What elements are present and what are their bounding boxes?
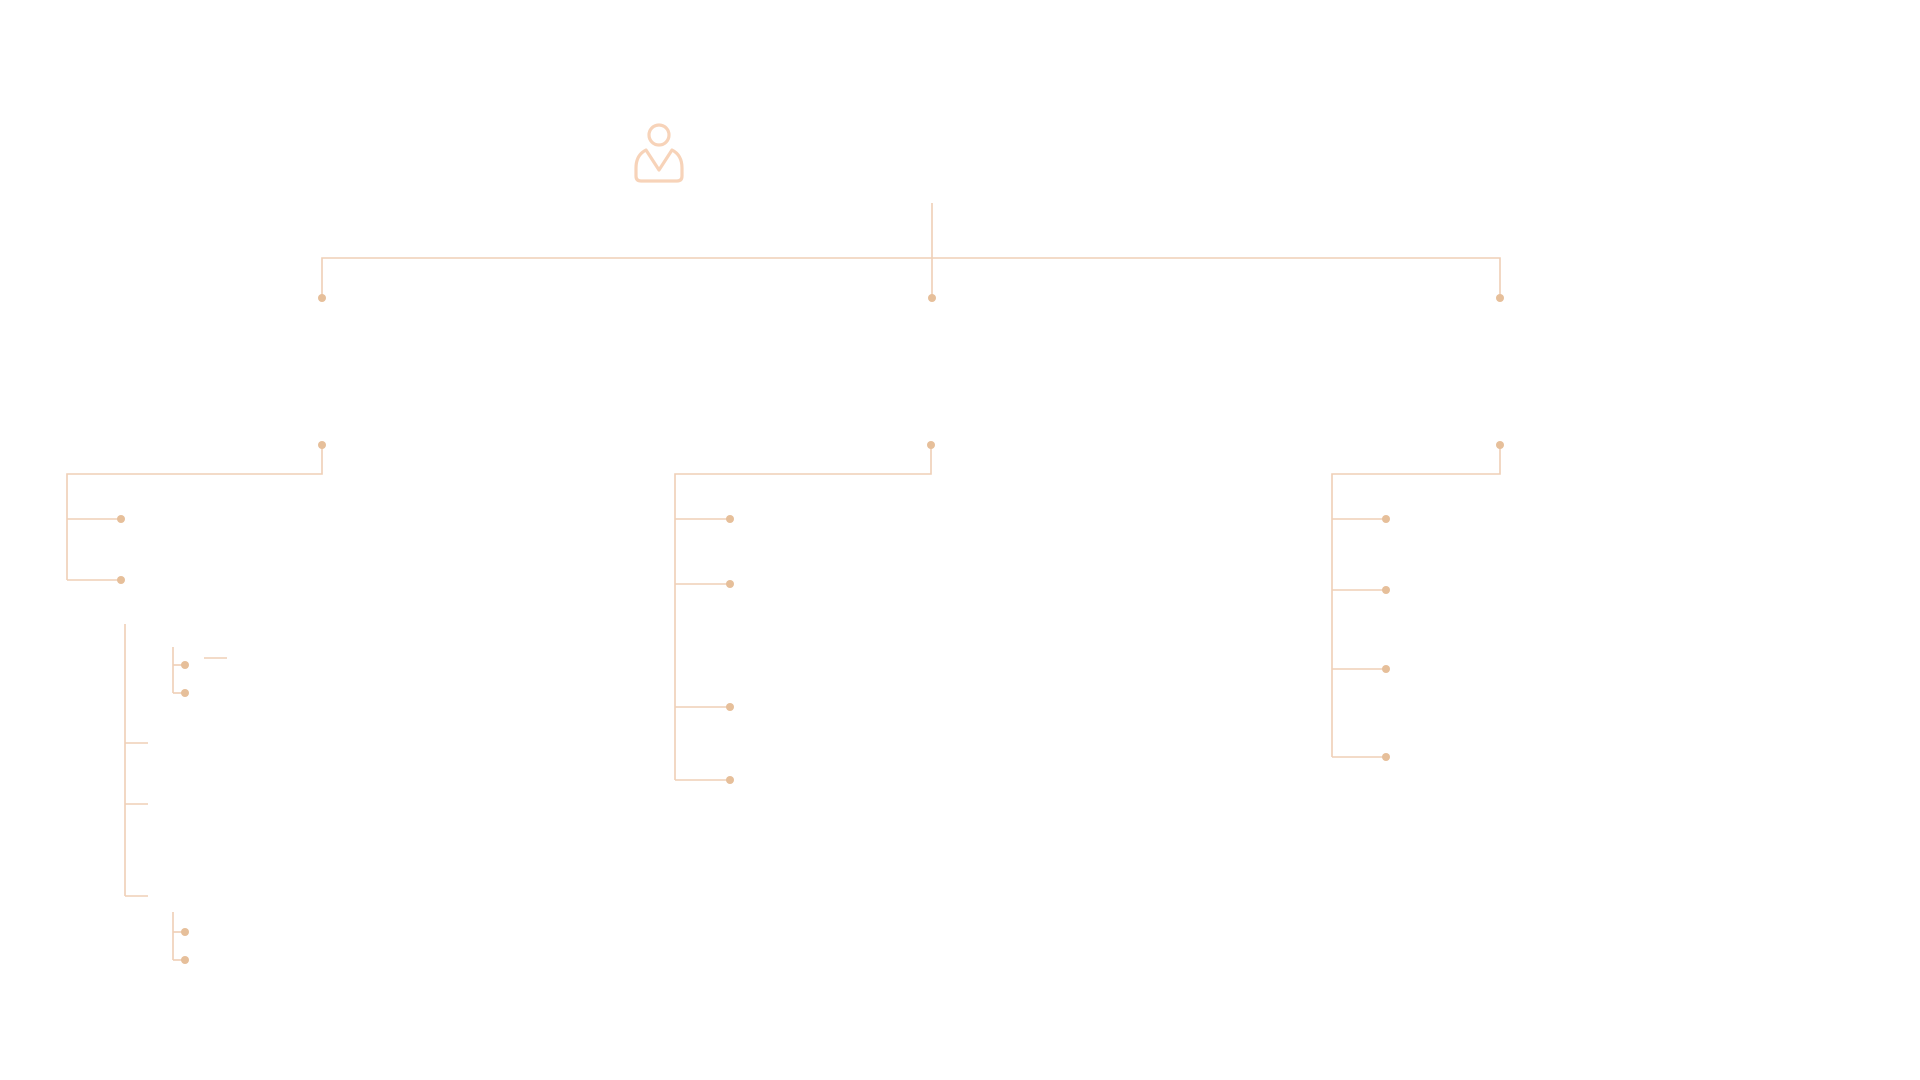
level1-node bbox=[1496, 294, 1504, 302]
leaf-node bbox=[726, 515, 734, 523]
leaf-node bbox=[117, 576, 125, 584]
leaf-node bbox=[1382, 586, 1390, 594]
tree-nodes bbox=[117, 294, 1504, 964]
subgroup-node bbox=[181, 956, 189, 964]
level2-node bbox=[1496, 441, 1504, 449]
branch-3-connector bbox=[1331, 445, 1501, 757]
leaf-node bbox=[1382, 753, 1390, 761]
level2-node bbox=[318, 441, 326, 449]
branch-2-connector bbox=[674, 445, 932, 780]
subgroup-node bbox=[181, 661, 189, 669]
leaf-node bbox=[726, 776, 734, 784]
level1-connector bbox=[321, 257, 1501, 298]
connector-lines bbox=[66, 203, 1501, 961]
leaf-node bbox=[726, 703, 734, 711]
leaf-node bbox=[1382, 665, 1390, 673]
subgroup-node bbox=[181, 689, 189, 697]
level2-node bbox=[927, 441, 935, 449]
subgroup-node bbox=[181, 928, 189, 936]
leaf-node bbox=[726, 580, 734, 588]
leaf-node bbox=[117, 515, 125, 523]
person-icon bbox=[634, 123, 684, 183]
leaf-node bbox=[1382, 515, 1390, 523]
branch-1-connector bbox=[66, 445, 323, 580]
level1-node bbox=[928, 294, 936, 302]
level1-node bbox=[318, 294, 326, 302]
